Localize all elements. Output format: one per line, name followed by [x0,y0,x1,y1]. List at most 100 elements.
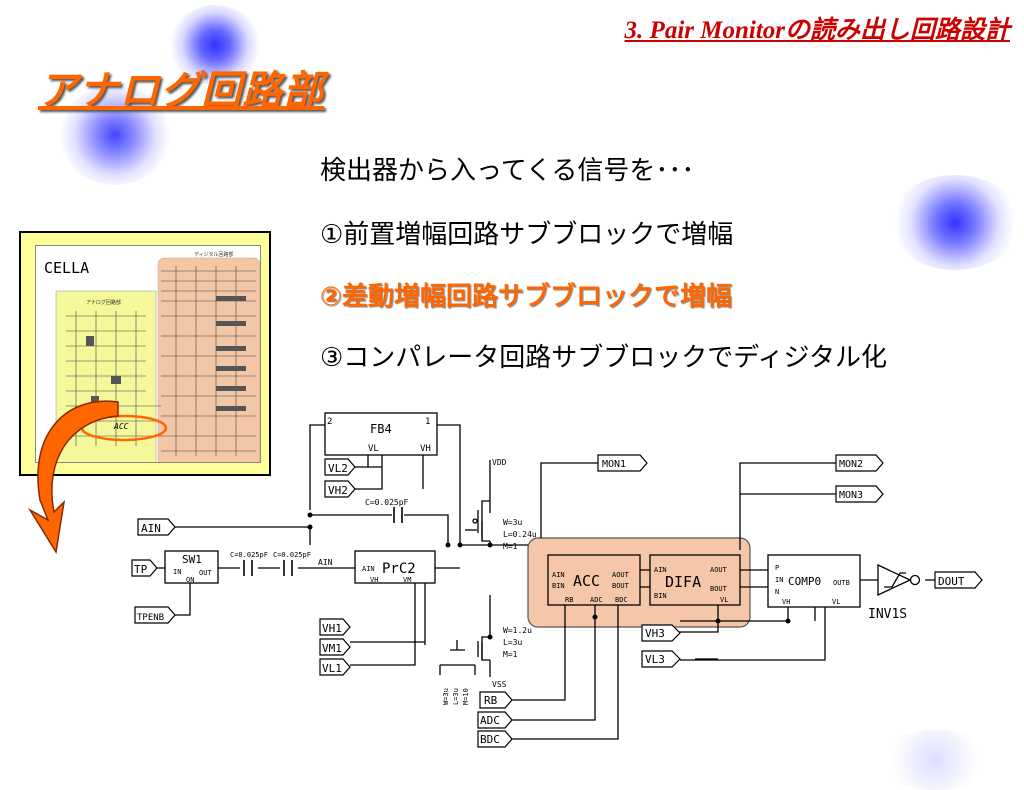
vm1-port [319,638,351,656]
bias-l: L=3u [452,688,460,705]
tp-port [131,559,158,577]
vl2-port [324,458,356,476]
tpenb-label: TPENB [137,613,164,623]
vl3-label: VL3 [645,653,665,666]
cella-gate-blocks [86,296,246,411]
mon1-label: MON1 [602,459,626,470]
vh1-label: VH1 [322,622,342,635]
pmos-m: M=1 [503,542,518,551]
fb4-label: FB4 [370,422,392,436]
vh2-label: VH2 [328,484,348,497]
vss-label: VSS [492,680,507,689]
slide-subtitle: 3. Pair Monitorの読み出し回路設計 [624,17,1010,44]
tp-label: TP [134,563,148,576]
sw1-label: SW1 [182,553,202,566]
comp0-n: N [775,588,779,596]
bullet-signal-intro: 検出器から入ってくる信号を･･･ [320,156,695,186]
comp0-block [767,554,861,608]
feedback-capacitor-icon [393,507,403,523]
difa-bout: BOUT [710,585,728,593]
adc-port [477,711,513,729]
mon2-label: MON2 [839,459,863,470]
difa-aout: AOUT [710,566,728,574]
pmos-w: W=3u [503,518,522,527]
mon3-port [835,485,884,503]
adc-label: ADC [480,714,500,727]
cap-right-label: C=0.025pF [273,551,311,559]
vl2-label: VL2 [328,462,348,475]
cap-left-label: C=0.025pF [230,551,268,559]
vl1-port [319,658,351,676]
comp0-outb: OUTB [833,579,850,587]
fb4-pin-right: 1 [425,417,430,427]
vdd-label: VDD [492,458,507,467]
fb4-vl: VL [368,444,379,454]
bias-w: W=3u [442,688,450,705]
acc-ain: AIN [552,571,565,579]
acc-bout: BOUT [612,582,630,590]
prc2-vh: VH [370,576,378,584]
comp0-vh: VH [782,598,790,606]
nmos-m: M=1 [503,650,518,659]
vh2-port [324,480,356,498]
fb4-pin-left: 2 [327,417,332,427]
input-capacitors-icon [243,560,293,576]
inset-acc-label: ACC [113,422,129,431]
dout-port [934,571,983,589]
difa-ain: AIN [654,566,667,574]
cella-label: CELLA [44,259,89,277]
sw1-in: IN [173,568,181,576]
ain-input-label: AIN [141,522,161,535]
bias-m: M=10 [462,688,470,705]
comp0-vl: VL [832,598,840,606]
vh1-port [319,618,351,636]
difa-bin: BIN [654,592,667,600]
acc-adc: ADC [590,596,603,604]
sw1-out: OUT [199,569,212,577]
difa-block [649,554,741,606]
rb-port [479,691,513,709]
nmos-l: L=3u [503,638,522,647]
mon3-label: MON3 [839,490,863,501]
cella-layout-drawing: CELLA アナログ回路部 ディジタル回路部 ACC [44,251,260,462]
vh3-label: VH3 [645,627,665,640]
slide-title: アナログ回路部 [38,68,325,114]
comp0-label: COMP0 [788,575,821,588]
fb4-block [324,412,438,456]
prc2-ain: AIN [362,565,375,573]
bullet-diff-amp: ②差動増幅回路サブブロックで増幅 [320,282,733,312]
acc-rb: RB [565,596,573,604]
mon2-port [835,454,884,472]
vl3-port [641,650,681,668]
acc-label: ACC [573,572,600,590]
vl1-label: VL1 [322,662,342,675]
circuit-schematic: 2 1 FB4 VL VH VL2 VH2 C=0.025pF AIN TP T… [131,412,983,748]
acc-aout: AOUT [612,571,630,579]
vh3-port [641,624,681,642]
inverter-icon [877,563,921,597]
cella-layout: CELLA アナログ回路部 ディジタル回路部 ACC [35,245,261,463]
comp0-p: P [775,564,779,572]
junction-dots [307,512,791,640]
mon1-port [597,454,648,472]
sw1-on: ON [186,576,194,584]
digital-region-title: ディジタル回路部 [194,251,234,258]
nmos-transistor-icon [477,636,490,661]
rb-label: RB [484,694,498,707]
inv1s-label: INV1S [868,607,907,622]
bullet-preamp: ①前置増幅回路サブブロックで増幅 [320,220,734,250]
tpenb-port [134,606,176,624]
acc-bdc: BDC [615,596,628,604]
fb4-vh: VH [420,444,431,454]
pmos-transistor-icon [472,500,490,542]
pmos-l: L=0.24u [503,530,537,539]
prc2-block [354,550,436,584]
cap-fb-label: C=0.025pF [365,498,409,507]
dout-label: DOUT [938,575,965,588]
curved-arrow-icon [27,400,119,555]
ain-net-label: AIN [318,558,333,567]
ain-input-port [137,518,176,536]
comp0-in: IN [775,576,783,584]
prc2-vm: VM [403,576,411,584]
bdc-label: BDC [480,733,500,746]
